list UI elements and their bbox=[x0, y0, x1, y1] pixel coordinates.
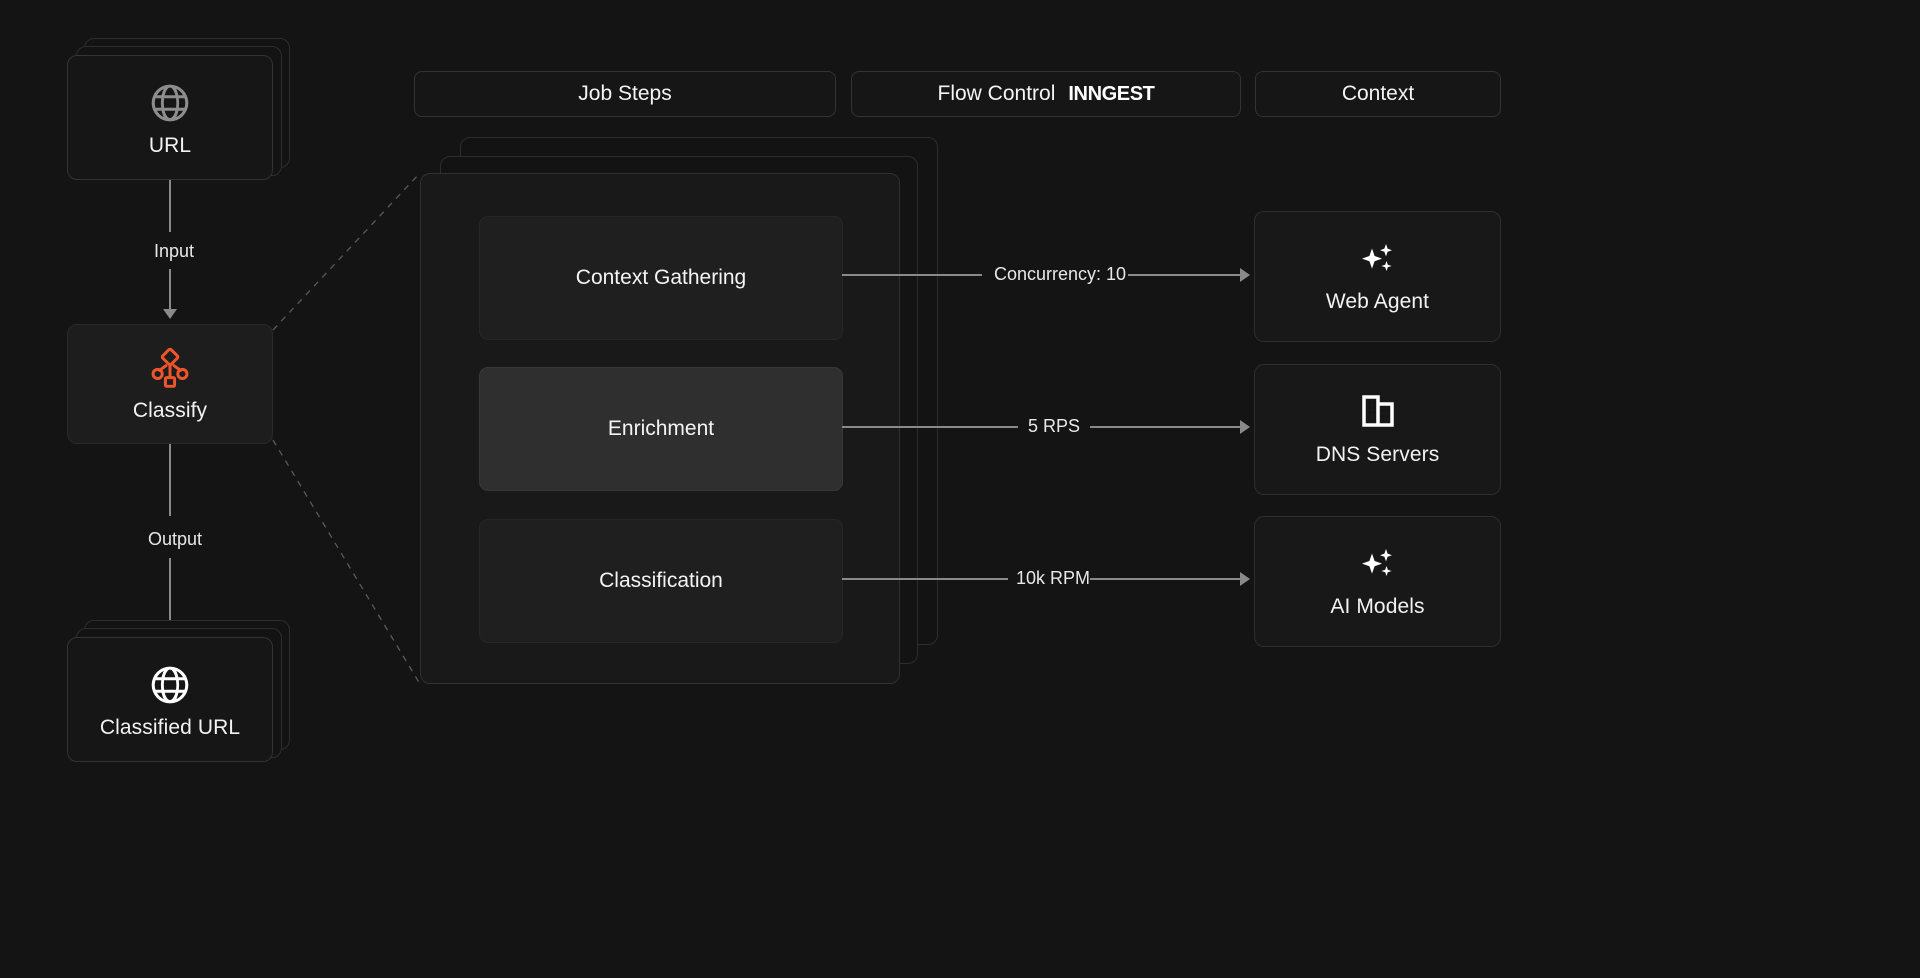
url-card[interactable]: URL bbox=[67, 55, 273, 180]
flow-line-1-right bbox=[1128, 274, 1247, 276]
context-card-label: AI Models bbox=[1330, 595, 1425, 618]
flow-label-rpm: 10k RPM bbox=[1008, 568, 1099, 589]
edge-label-output: Output bbox=[140, 529, 211, 550]
tab-context-label: Context bbox=[1341, 82, 1415, 105]
edge-label-input: Input bbox=[146, 241, 203, 262]
job-step-enrichment[interactable]: Enrichment bbox=[479, 367, 843, 491]
tab-flow-control-label: Flow Control bbox=[937, 82, 1056, 105]
globe-icon bbox=[68, 78, 272, 128]
context-card-ai-models[interactable]: AI Models bbox=[1254, 516, 1501, 647]
flow-arrow-1 bbox=[1240, 268, 1250, 282]
context-card-label: DNS Servers bbox=[1315, 443, 1440, 466]
url-card-label: URL bbox=[148, 134, 192, 157]
tab-job-steps-label: Job Steps bbox=[578, 82, 672, 105]
tab-flow-control[interactable]: Flow Control INNGEST bbox=[851, 71, 1241, 117]
flow-line-2-left bbox=[842, 426, 1018, 428]
context-card-dns-servers[interactable]: DNS Servers bbox=[1254, 364, 1501, 495]
inngest-logo-text: INNGEST bbox=[1068, 82, 1155, 105]
flow-line-1-left bbox=[842, 274, 982, 276]
context-card-label: Web Agent bbox=[1325, 290, 1430, 313]
flow-arrow-3 bbox=[1240, 572, 1250, 586]
flow-line-2-right bbox=[1090, 426, 1247, 428]
tab-context[interactable]: Context bbox=[1255, 71, 1501, 117]
flow-line-3-left bbox=[842, 578, 1008, 580]
edge-arrow-input bbox=[163, 309, 177, 319]
building-icon bbox=[1255, 389, 1500, 433]
classified-url-card-label: Classified URL bbox=[99, 716, 241, 739]
edge-classify-to-output-lower bbox=[169, 558, 171, 624]
globe-icon bbox=[68, 660, 272, 710]
flow-label-rps: 5 RPS bbox=[1020, 416, 1089, 437]
workflow-icon bbox=[68, 345, 272, 391]
edge-classify-to-output-upper bbox=[169, 444, 171, 516]
classify-card-label: Classify bbox=[132, 399, 208, 422]
job-step-label: Context Gathering bbox=[575, 266, 747, 289]
job-step-label: Classification bbox=[599, 569, 723, 592]
job-step-context-gathering[interactable]: Context Gathering bbox=[479, 216, 843, 340]
flow-label-concurrency: Concurrency: 10 bbox=[986, 264, 1135, 285]
classify-card[interactable]: Classify bbox=[67, 324, 273, 444]
job-step-label: Enrichment bbox=[607, 417, 715, 440]
flow-arrow-2 bbox=[1240, 420, 1250, 434]
flow-line-3-right bbox=[1090, 578, 1247, 580]
sparkles-icon bbox=[1255, 539, 1500, 587]
job-step-classification[interactable]: Classification bbox=[479, 519, 843, 643]
sparkles-icon bbox=[1255, 234, 1500, 282]
job-panel: Context Gathering Enrichment Classificat… bbox=[420, 173, 900, 684]
classified-url-card[interactable]: Classified URL bbox=[67, 637, 273, 762]
edge-url-to-classify-upper bbox=[169, 180, 171, 232]
tab-job-steps[interactable]: Job Steps bbox=[414, 71, 836, 117]
edge-url-to-classify-lower bbox=[169, 269, 171, 311]
context-card-web-agent[interactable]: Web Agent bbox=[1254, 211, 1501, 342]
